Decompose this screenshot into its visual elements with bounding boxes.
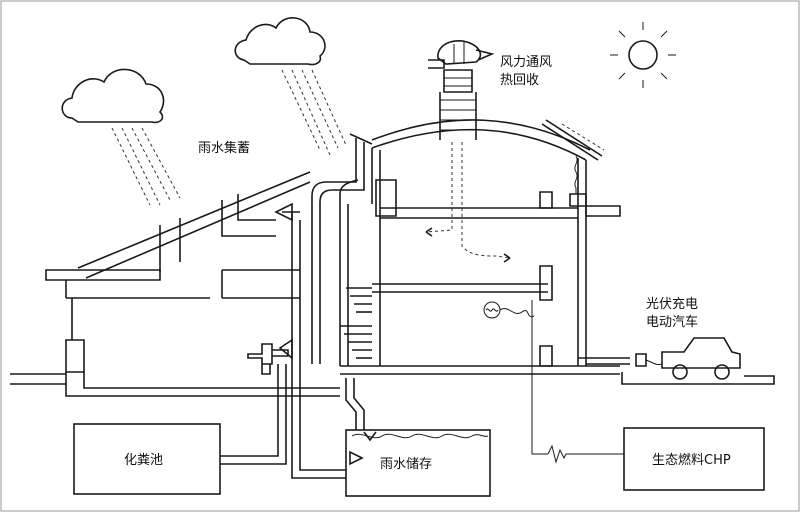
airflow-arrows (425, 142, 511, 263)
main-building (339, 69, 630, 375)
ground-line-right (621, 372, 775, 385)
solar-panel (541, 119, 605, 194)
label-wind-ventilation-1: 风力通风 (500, 55, 552, 70)
left-house (10, 171, 340, 397)
label-rain-storage: 雨水储存 (380, 457, 432, 472)
chp-unit (623, 427, 765, 491)
car-icon (635, 337, 741, 380)
label-chp: 生态燃料CHP (652, 452, 731, 468)
rain-storage-tank (345, 429, 491, 497)
septic-tank (73, 423, 221, 495)
cloud-icon-right (234, 17, 326, 66)
sun-icon (610, 22, 676, 88)
label-septic-tank: 化粪池 (124, 453, 163, 468)
wind-cowl-icon (428, 40, 495, 69)
label-pv-charging: 光伏充电 (646, 296, 698, 312)
rain-lines-left (111, 127, 181, 206)
label-wind-ventilation-2: 热回收 (500, 73, 539, 88)
label-rain-collection: 雨水集蓄 (198, 140, 250, 156)
generator-icon (483, 300, 624, 464)
label-electric-car: 电动汽车 (646, 314, 698, 330)
rain-lines-right (281, 69, 347, 156)
cloud-icon-left (61, 68, 165, 124)
rain-pipes (220, 133, 373, 479)
staircase (340, 287, 372, 359)
